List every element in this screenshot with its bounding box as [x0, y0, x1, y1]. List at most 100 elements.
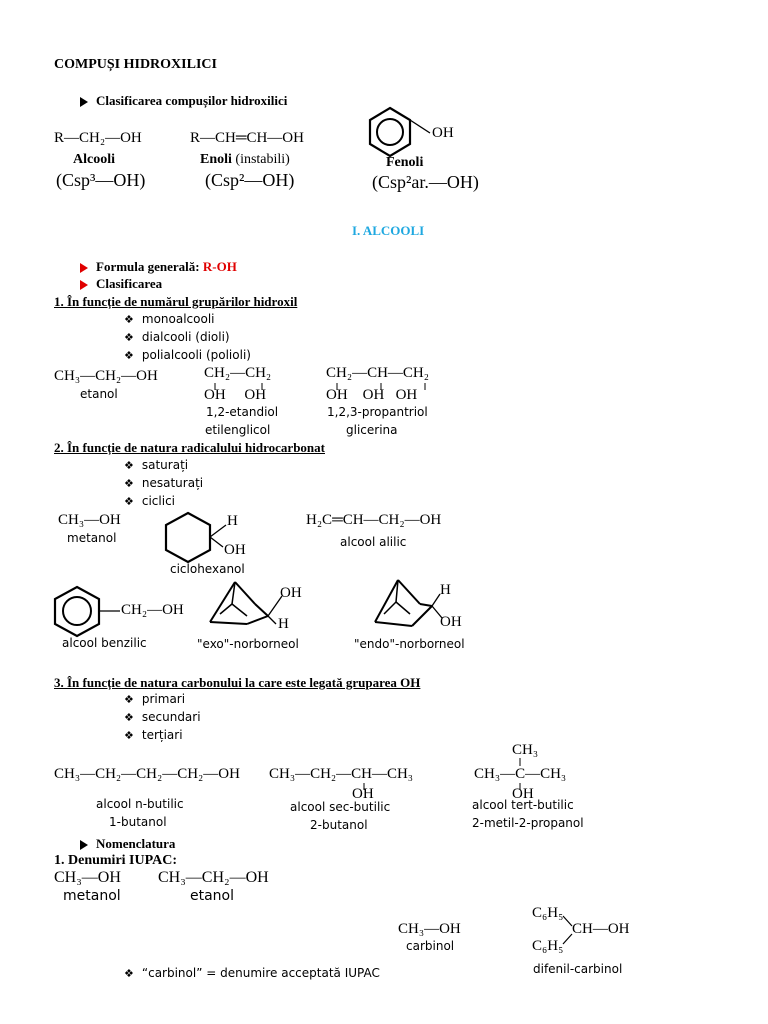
nom-etanol-name: etanol	[190, 888, 235, 904]
clasificarea-line: Clasificarea	[80, 276, 162, 292]
enoli-hybrid: (Csp²—OH)	[205, 170, 295, 190]
bullet-polialcooli: ❖ polialcooli (polioli)	[124, 348, 251, 362]
difenil-name: difenil-carbinol	[533, 962, 623, 976]
formula-generala-label: Formula generală:	[96, 259, 200, 274]
bullet-nesaturati: ❖ nesaturați	[124, 476, 203, 490]
formula-generala-value: R-OH	[202, 259, 237, 274]
criteriu-3-heading: 3. În funcție de natura carbonului la ca…	[54, 675, 421, 690]
ciclohexanol-oh: OH	[224, 542, 246, 558]
diamond-bullet-icon: ❖	[124, 729, 134, 742]
fenoli-name: Fenoli	[386, 155, 424, 170]
bullet-text: ciclici	[141, 494, 176, 508]
ciclohexanol-h: H	[227, 513, 238, 529]
alcooli-formula: R—CH₂—OH	[54, 130, 142, 146]
diamond-bullet-icon: ❖	[124, 459, 134, 472]
bullet-monoalcooli: ❖monoalcooli	[124, 312, 215, 326]
nomenclatura-heading-text: Nomenclatura	[96, 836, 176, 851]
section-heading-text: Clasificarea compușilor hidroxilici	[96, 93, 288, 108]
carbinol-name: carbinol	[406, 939, 455, 953]
etanol-name: etanol	[80, 387, 118, 401]
diamond-bullet-icon: ❖	[124, 349, 134, 362]
diamond-bullet-icon: ❖	[124, 313, 134, 326]
arrow-bullet-icon	[80, 280, 88, 291]
carbinol-note: ❖“carbinol” = denumire acceptată IUPAC	[124, 966, 380, 980]
bullet-text: primari	[141, 692, 186, 706]
bullet-secundari: ❖ secundari	[124, 710, 201, 724]
tertbutil-mid: CH₃—C—CH₃	[474, 766, 567, 782]
enoli-note: (instabili)	[235, 152, 290, 167]
bullet-primari: ❖primari	[124, 692, 185, 706]
tertbutil-name2: 2-metil-2-propanol	[472, 816, 584, 830]
difenil-bottom: C₆H₅	[532, 938, 564, 954]
propantriol-name: 1,2,3-propantriol	[327, 405, 428, 419]
etandiol-name: 1,2-etandiol	[206, 405, 279, 419]
endo-oh: OH	[440, 614, 462, 630]
bullet-dialcooli: ❖ dialcooli (dioli)	[124, 330, 230, 344]
bullet-text: polialcooli (polioli)	[141, 348, 251, 362]
alilic-formula: H₂C═CH—CH₂—OH	[306, 512, 442, 528]
difenil-mid: CH—OH	[572, 921, 630, 937]
ciclohexanol-name: ciclohexanol	[170, 562, 245, 576]
diamond-bullet-icon: ❖	[124, 477, 134, 490]
carbinol-formula: CH₃—OH	[398, 921, 461, 937]
secbutil-name1: alcool sec-butilic	[290, 800, 391, 814]
exo-oh: OH	[280, 585, 302, 601]
alcooli-name: Alcooli	[73, 152, 115, 167]
glicerina-name: glicerina	[346, 423, 398, 437]
difenil-top: C₆H₅	[532, 905, 564, 921]
alcooli-hybrid: (Csp³—OH)	[56, 170, 146, 190]
nbutil-name2: 1-butanol	[109, 815, 167, 829]
secbutil-formula: CH₃—CH₂—CH—CH₃	[269, 766, 414, 782]
bullet-text: secundari	[141, 710, 201, 724]
endo-h: H	[440, 582, 451, 598]
criteriu-1-heading: 1. În funcție de numărul grupărilor hidr…	[54, 294, 298, 309]
exo-name: "exo"-norborneol	[197, 637, 299, 651]
alilic-name: alcool alilic	[340, 535, 407, 549]
bullet-text: dialcooli (dioli)	[141, 330, 230, 344]
etandiol-bottom: OH OH	[204, 387, 267, 403]
tertbutil-top: CH₃	[512, 742, 539, 758]
etanol-formula: CH₃—CH₂—OH	[54, 368, 158, 384]
nbutil-name1: alcool n-butilic	[96, 797, 184, 811]
bullet-text: terțiari	[141, 728, 183, 742]
enoli-formula: R—CH═CH—OH	[190, 130, 304, 146]
arrow-bullet-icon	[80, 97, 88, 108]
bullet-ciclici: ❖ciclici	[124, 494, 175, 508]
benzilic-name: alcool benzilic	[62, 636, 147, 650]
section-heading-clasificare: Clasificarea compușilor hidroxilici	[80, 93, 287, 109]
fenoli-oh: OH	[432, 125, 454, 141]
etandiol-top: CH₂—CH₂	[204, 365, 272, 381]
tertbutil-name1: alcool tert-butilic	[472, 798, 574, 812]
bullet-text: nesaturați	[141, 476, 204, 490]
enoli-name: Enoli	[200, 152, 232, 167]
denumiri-iupac-heading: 1. Denumiri IUPAC:	[54, 853, 178, 868]
benzilic-formula: CH₂—OH	[121, 602, 184, 618]
metanol-name: metanol	[67, 531, 117, 545]
bullet-saturati: ❖saturați	[124, 458, 188, 472]
clasificarea-label: Clasificarea	[96, 276, 163, 291]
page-title: COMPUȘI HIDROXILICI	[54, 57, 217, 72]
nbutil-formula: CH₃—CH₂—CH₂—CH₂—OH	[54, 766, 240, 782]
nom-metanol-name: metanol	[63, 888, 121, 904]
arrow-bullet-icon	[80, 840, 88, 851]
diamond-bullet-icon: ❖	[124, 711, 134, 724]
alcooli-section-title: I. ALCOOLI	[352, 223, 425, 238]
diamond-bullet-icon: ❖	[124, 331, 134, 344]
secbutil-oh: OH	[352, 786, 374, 802]
nom-etanol-formula: CH₃—CH₂—OH	[158, 869, 269, 886]
arrow-bullet-icon	[80, 263, 88, 274]
tertbutil-oh: OH	[512, 786, 534, 802]
propantriol-top: CH₂—CH—CH₂	[326, 365, 429, 381]
nom-metanol-formula: CH₃—OH	[54, 869, 121, 886]
endo-name: "endo"-norborneol	[354, 637, 465, 651]
carbinol-note-text: “carbinol” = denumire acceptată IUPAC	[141, 966, 380, 980]
enoli-label: Enoli (instabili)	[200, 152, 290, 168]
nomenclatura-heading: Nomenclatura	[80, 836, 175, 852]
